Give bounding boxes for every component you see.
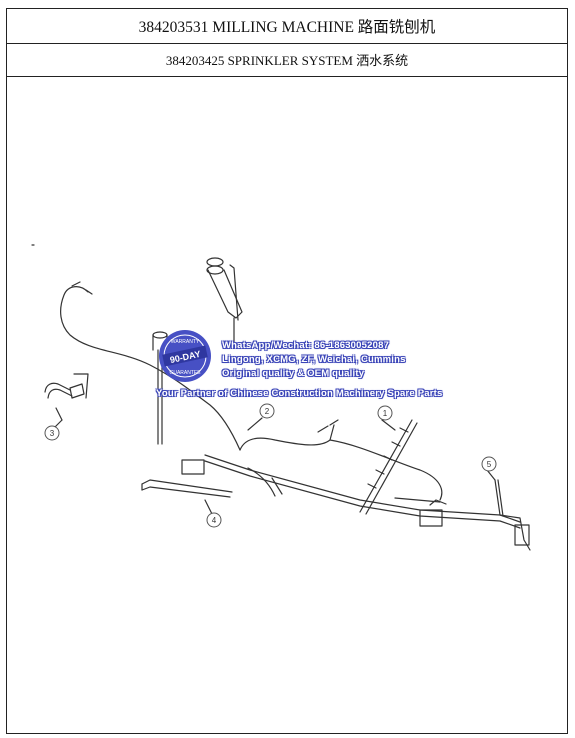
watermark-brands: Lingong, XCMG, ZF, Weichai, Cummins — [222, 354, 406, 365]
watermark-slogan: Your Partner of Chinese Construction Mac… — [156, 388, 443, 399]
watermark-quality: Original quality & OEM quality — [222, 368, 365, 379]
page-title: 384203531 MILLING MACHINE 路面铣刨机 — [7, 9, 567, 44]
watermark-contact: WhatsApp/Wechat: 86-18630052087 — [222, 340, 390, 351]
section-title: 384203425 SPRINKLER SYSTEM 洒水系统 — [7, 43, 567, 77]
parts-sheet: 384203531 MILLING MACHINE 路面铣刨机 38420342… — [6, 8, 568, 734]
